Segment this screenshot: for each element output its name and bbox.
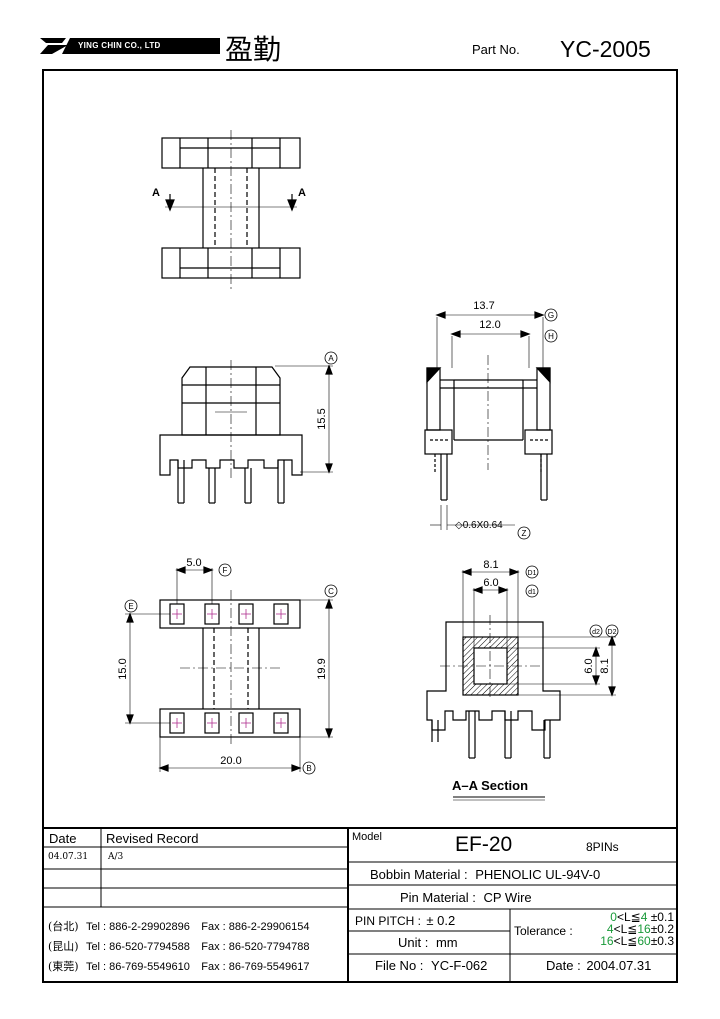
tolerance-row: 4<L≦16±0.2: [606, 922, 674, 936]
title-block-lines: [42, 827, 678, 981]
dim-8-1-vertical: 8.1: [599, 658, 611, 673]
section-mark-right: A: [298, 187, 306, 199]
pin-material-row: Pin Material : CP Wire: [400, 890, 532, 905]
callout-circles: [124, 308, 619, 775]
dim-13-7: 13.7: [473, 300, 494, 312]
drawing-frame: [42, 69, 678, 983]
date-header: Date: [49, 831, 77, 846]
bottom-pins-top: [169, 603, 289, 734]
dim-pin-size: ◇0.6X0.64: [455, 520, 503, 531]
dim-15-0: 15.0: [117, 658, 129, 679]
pin-pitch-label: PIN PITCH :: [355, 914, 422, 928]
pin-material-label: Pin Material :: [400, 890, 476, 905]
dim-12-0: 12.0: [479, 319, 500, 331]
tolerance-row: 16<L≦60±0.3: [600, 934, 674, 948]
unit-label: Unit :: [398, 935, 429, 950]
front-view: [159, 360, 333, 504]
dim-5-0: 5.0: [186, 557, 201, 569]
unit-value: mm: [435, 935, 458, 950]
pin-count: 8PINs: [586, 840, 619, 854]
dim-19-9: 19.9: [316, 658, 328, 679]
dim-8-1: 8.1: [483, 559, 498, 571]
contact-row: (昆山) Tel : 86-520-7794588 Fax : 86-520-7…: [48, 938, 310, 954]
revision-date-1: 04.07.31: [48, 852, 89, 862]
bobbin-material-row: Bobbin Material : PHENOLIC UL-94V-0: [370, 867, 600, 882]
contact-row: (東莞) Tel : 86-769-5549610 Fax : 86-769-5…: [48, 958, 310, 974]
contact-fax: Fax : 86-769-5549617: [201, 961, 310, 973]
company-name-en: YING CHIN CO., LTD: [78, 41, 161, 50]
tolerance-table: 0<L≦4 ±0.1 4<L≦16±0.2 16<L≦60±0.3: [582, 911, 674, 947]
bottom-view: [125, 566, 333, 772]
model-label: Model: [352, 831, 382, 843]
part-no-label: Part No.: [472, 42, 520, 57]
callout-c: C: [328, 587, 334, 596]
callout-d2: d2: [592, 629, 600, 636]
contact-city: (東莞): [48, 960, 79, 973]
top-view: [161, 130, 301, 290]
callout-D1: D1: [528, 570, 537, 577]
contact-row: (台北) Tel : 886-2-29902896 Fax : 886-2-29…: [48, 918, 310, 934]
dim-6-0: 6.0: [483, 577, 498, 589]
file-no-row: File No : YC-F-062: [375, 958, 487, 973]
callout-b: B: [306, 764, 311, 773]
company-logo: [40, 38, 220, 54]
model-value: EF-20: [455, 833, 513, 856]
section-view: [426, 568, 616, 801]
contact-tel: Tel : 886-2-29902896: [85, 921, 190, 933]
pin-pitch-value: ± 0.2: [426, 913, 456, 928]
section-title: A–A Section: [452, 778, 528, 793]
callout-D2: D2: [608, 629, 617, 636]
dim-20-0: 20.0: [220, 755, 241, 767]
callout-a: A: [328, 354, 334, 363]
file-no-label: File No :: [375, 958, 424, 973]
revised-record-header: Revised Record: [106, 831, 199, 846]
company-name-cn: 盈勤: [225, 33, 282, 66]
contact-city: (台北): [48, 920, 79, 933]
bobbin-material-label: Bobbin Material :: [370, 867, 468, 882]
side-view: [424, 311, 553, 530]
file-no-value: YC-F-062: [431, 958, 488, 973]
callout-g: G: [548, 311, 554, 320]
pin-pitch-row: PIN PITCH : ± 0.2: [355, 913, 455, 928]
tolerance-label: Tolerance :: [514, 924, 573, 938]
date-label: Date :: [546, 958, 581, 973]
section-mark-left: A: [152, 187, 160, 199]
callout-z: Z: [522, 529, 527, 538]
dim-6-0-vertical: 6.0: [583, 658, 595, 673]
callout-e: E: [128, 602, 133, 611]
tolerance-row: 0<L≦4 ±0.1: [610, 910, 674, 924]
contact-tel: Tel : 86-520-7794588: [85, 941, 190, 953]
dim-15-5: 15.5: [316, 408, 328, 429]
contact-fax: Fax : 886-2-29906154: [201, 921, 310, 933]
contact-fax: Fax : 86-520-7794788: [201, 941, 310, 953]
part-number: YC-2005: [560, 36, 651, 62]
bobbin-material-value: PHENOLIC UL-94V-0: [475, 867, 601, 882]
callout-h: H: [548, 332, 554, 341]
date-value: 2004.07.31: [586, 958, 652, 973]
callout-f: F: [223, 566, 228, 575]
unit-row: Unit : mm: [398, 935, 458, 950]
contact-city: (昆山): [48, 940, 79, 953]
revision-record-1: A/3: [108, 852, 124, 862]
pin-material-value: CP Wire: [483, 890, 532, 905]
date-row: Date : 2004.07.31: [546, 958, 651, 973]
callout-d1: d1: [528, 589, 536, 596]
contact-tel: Tel : 86-769-5549610: [85, 961, 190, 973]
